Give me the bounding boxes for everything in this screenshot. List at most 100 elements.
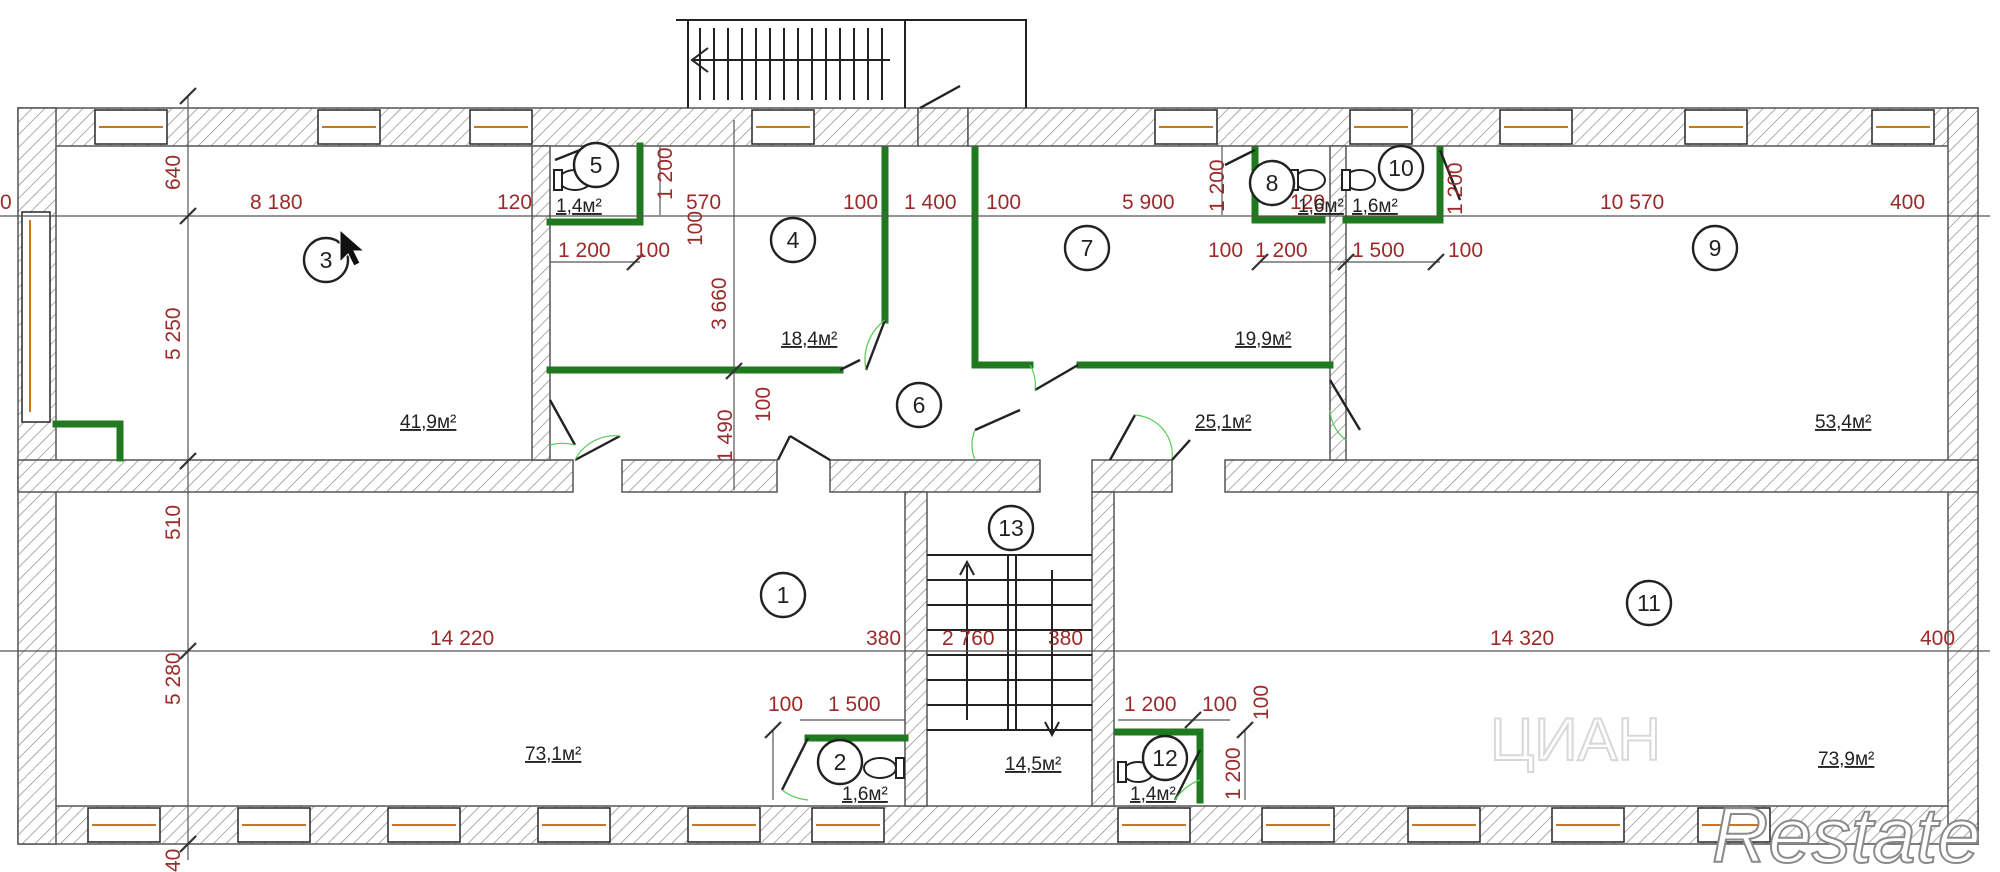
watermark: ЦИАН Restate xyxy=(1489,705,1982,872)
dim-label: 380 xyxy=(1048,627,1083,650)
interior-stair xyxy=(927,554,1092,738)
dim-label: 120 xyxy=(497,191,532,214)
svg-text:3: 3 xyxy=(320,247,333,273)
toilet-icon xyxy=(1294,169,1326,191)
dimension-lines xyxy=(0,87,1990,860)
dim-label: 400 xyxy=(1920,627,1955,650)
outer-walls xyxy=(17,107,1979,845)
dim-label: 570 xyxy=(686,191,721,214)
room-11-marker: 11 xyxy=(1625,579,1673,627)
svg-text:8: 8 xyxy=(1266,170,1279,196)
room-3-marker: 3 xyxy=(302,236,350,284)
dim-label: 2 760 xyxy=(942,627,995,650)
toilet-icon xyxy=(863,757,897,779)
dim-label: 3 660 xyxy=(708,277,731,330)
dim-label: 1 200 xyxy=(1124,693,1177,716)
wall-top-right xyxy=(967,107,1979,147)
dim-label: 0 xyxy=(0,191,12,214)
cistern-icon xyxy=(1341,169,1351,191)
dim-label: 100 xyxy=(1448,239,1483,262)
wall-middle-4 xyxy=(1091,459,1173,493)
wall-room3-right xyxy=(531,145,551,461)
bay-window xyxy=(21,211,51,423)
svg-text:10: 10 xyxy=(1388,155,1414,181)
svg-text:4: 4 xyxy=(787,227,800,253)
dim-label: 380 xyxy=(866,627,901,650)
room-1-marker: 1 xyxy=(759,571,807,619)
svg-text:13: 13 xyxy=(998,515,1024,541)
room-2-marker: 2 xyxy=(816,738,864,786)
room-labels: 1 2 3 4 5 6 7 8 9 10 11 12 13 xyxy=(302,141,1739,786)
room-1-area: 73,1м² xyxy=(525,744,581,765)
dim-label: 640 xyxy=(162,155,185,190)
room-9-area: 53,4м² xyxy=(1815,412,1871,433)
room-8-marker: 8 xyxy=(1248,159,1296,207)
dim-label: 100 xyxy=(684,211,707,246)
wall-stair-left xyxy=(904,491,928,807)
dimension-labels: 8 180 120 570 100 1 400 100 5 900 120 10… xyxy=(0,191,1955,716)
dim-label: 1 200 xyxy=(558,239,611,262)
room-9-marker: 9 xyxy=(1691,224,1739,272)
arrow-cursor-icon xyxy=(339,228,366,267)
svg-text:9: 9 xyxy=(1709,235,1722,261)
room-4-area: 18,4м² xyxy=(781,329,837,350)
dim-label: 14 220 xyxy=(430,627,494,650)
room-2-area: 1,6м² xyxy=(842,784,888,805)
dim-label: 1 200 xyxy=(1255,239,1308,262)
dim-label: 1 200 xyxy=(1222,747,1245,800)
dim-label: 100 xyxy=(986,191,1021,214)
entrance-stair xyxy=(676,19,1027,110)
room-10-area: 1,6м² xyxy=(1352,196,1398,217)
room-12-area: 1,4м² xyxy=(1130,784,1176,805)
wall-stair-right xyxy=(1091,491,1115,807)
dim-label: 1 200 xyxy=(1206,159,1229,212)
svg-text:5: 5 xyxy=(590,152,603,178)
room-areas: 73,1м² 1,6м² 41,9м² 18,4м² 1,4м² 25,1м² … xyxy=(400,196,1874,805)
dim-label: 8 180 xyxy=(250,191,303,214)
svg-text:7: 7 xyxy=(1081,235,1094,261)
dim-label: 100 xyxy=(843,191,878,214)
dim-label: 100 xyxy=(768,693,803,716)
dim-label: 100 xyxy=(752,387,775,422)
cistern-icon xyxy=(895,757,905,779)
dim-label: 5 900 xyxy=(1122,191,1175,214)
windows-top xyxy=(94,109,1935,145)
wall-bottom xyxy=(17,805,1979,845)
svg-text:6: 6 xyxy=(913,392,926,418)
partitions xyxy=(52,142,1444,804)
dim-label: 100 xyxy=(1208,239,1243,262)
dim-label: 1 490 xyxy=(714,409,737,462)
watermark-brand: Restate xyxy=(1712,791,1981,872)
room-3-area: 41,9м² xyxy=(400,412,456,433)
dim-label: 5 250 xyxy=(162,307,185,360)
dim-label: 1 500 xyxy=(1352,239,1405,262)
dim-label: 120 xyxy=(1290,191,1325,214)
dimension-labels-vertical: 640 5 250 510 5 280 40 3 660 1 490 100 1… xyxy=(162,147,1467,872)
wall-top-center-left xyxy=(917,107,969,147)
left-bay xyxy=(21,211,51,423)
room-5-area: 1,4м² xyxy=(556,196,602,217)
room-13-area: 14,5м² xyxy=(1005,754,1061,775)
wall-middle-3 xyxy=(829,459,1041,493)
room-8-area: 1,6м² xyxy=(1298,196,1344,217)
dim-label: 1 200 xyxy=(654,147,677,200)
room-6-marker: 6 xyxy=(895,381,943,429)
watermark-faint: ЦИАН xyxy=(1490,706,1661,773)
dim-label: 100 xyxy=(635,239,670,262)
room-11-area: 73,9м² xyxy=(1818,749,1874,770)
room-6-area: 25,1м² xyxy=(1195,412,1251,433)
cistern-icon xyxy=(553,169,563,191)
room-7-area: 19,9м² xyxy=(1235,329,1291,350)
dim-label: 10 570 xyxy=(1600,191,1664,214)
dim-label: 100 xyxy=(1202,693,1237,716)
wall-middle-5 xyxy=(1224,459,1979,493)
dim-label: 100 xyxy=(1250,685,1273,720)
room-13-marker: 13 xyxy=(987,504,1035,552)
svg-text:2: 2 xyxy=(834,749,847,775)
dim-label: 510 xyxy=(162,505,185,540)
room-5-marker: 5 xyxy=(572,141,620,189)
dim-label: 1 400 xyxy=(904,191,957,214)
dim-label: 1 500 xyxy=(828,693,881,716)
wall-middle-2 xyxy=(621,459,778,493)
